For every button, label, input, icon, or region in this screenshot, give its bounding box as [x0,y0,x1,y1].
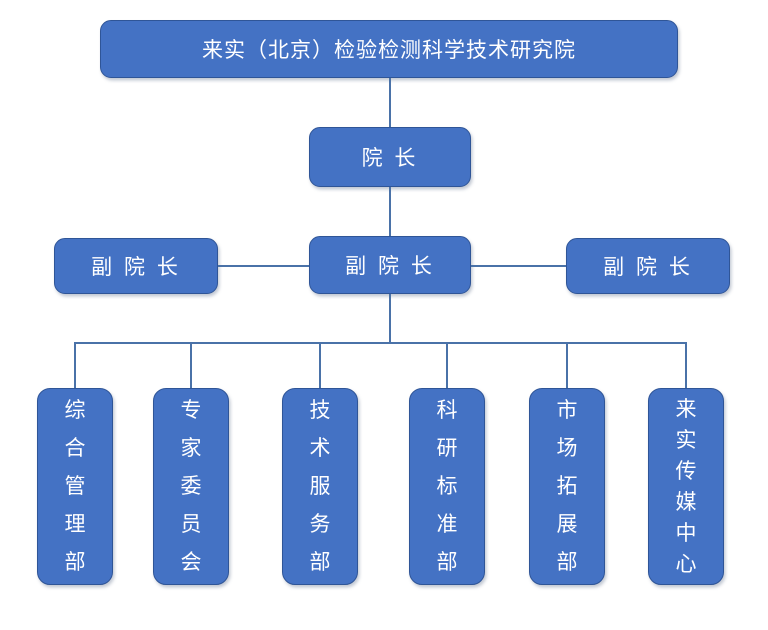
institute-label: 来实（北京）检验检测科学技术研究院 [202,39,576,62]
dept-general-management-label: 综合管理部 [64,398,86,574]
org-node-institute: 来实（北京）检验检测科学技术研究院 [100,20,678,78]
org-node-dept-general-management: 综合管理部 [37,388,113,585]
deputy-director-right-label: 副 院 长 [603,256,693,279]
org-node-director: 院 长 [309,127,471,187]
dept-media-center-label: 来实传媒中心 [675,397,697,576]
org-node-dept-research-standards: 科研标准部 [409,388,485,585]
org-node-deputy-director-center: 副 院 长 [309,236,471,294]
director-label: 院 长 [361,147,419,170]
org-node-dept-expert-committee: 专家委员会 [153,388,229,585]
connector-stub-market-expansion [566,342,568,388]
dept-expert-committee-label: 专家委员会 [180,398,202,574]
org-node-deputy-director-right: 副 院 长 [566,238,730,294]
connector-deputy-bus [389,294,391,342]
org-node-dept-market-expansion: 市场拓展部 [529,388,605,585]
org-node-dept-media-center: 来实传媒中心 [648,388,724,585]
connector-department-bus [75,342,686,344]
dept-technical-service-label: 技术服务部 [309,398,331,574]
dept-market-expansion-label: 市场拓展部 [556,398,578,574]
connector-stub-research-standards [446,342,448,388]
connector-stub-technical-service [319,342,321,388]
org-node-deputy-director-left: 副 院 长 [54,238,218,294]
org-node-dept-technical-service: 技术服务部 [282,388,358,585]
deputy-director-left-label: 副 院 长 [91,256,181,279]
connector-director-deputy [389,187,391,236]
dept-research-standards-label: 科研标准部 [436,398,458,574]
connector-stub-general-management [74,342,76,388]
connector-deputy-left [218,265,309,267]
connector-deputy-right [471,265,566,267]
connector-institute-director [389,78,391,127]
deputy-director-center-label: 副 院 长 [345,255,435,278]
connector-stub-media-center [685,342,687,388]
connector-stub-expert-committee [190,342,192,388]
